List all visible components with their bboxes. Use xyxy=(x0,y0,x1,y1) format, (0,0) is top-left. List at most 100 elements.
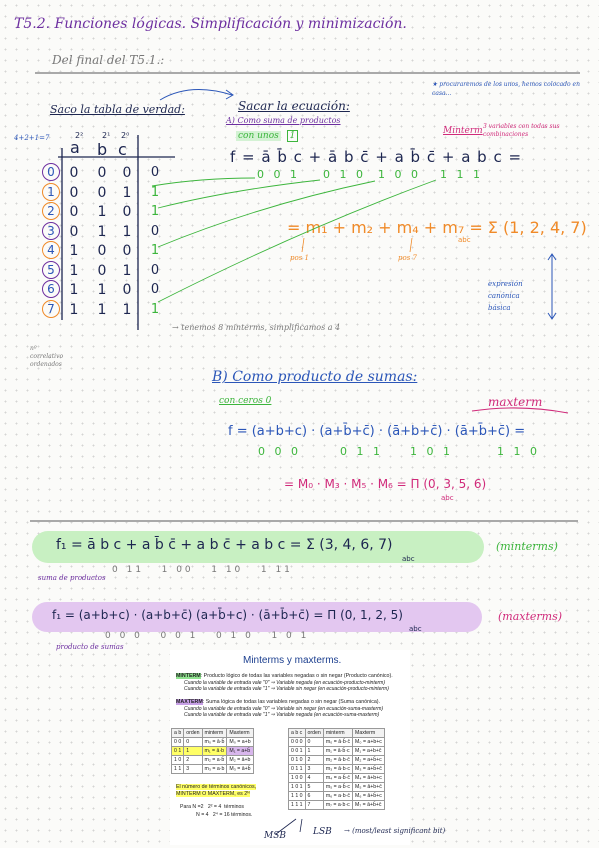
maxterm-def-label: MAXTERM xyxy=(176,699,203,705)
table-cell: M₇ = ā+b̄+c̄ xyxy=(352,800,385,810)
cell-a: 0 xyxy=(69,184,79,201)
box-title: Minterms y maxterms. xyxy=(243,655,342,666)
cell-c: 0 xyxy=(122,243,132,259)
summary2-note: producto de sumas xyxy=(56,643,124,651)
cell-b: 1 xyxy=(97,301,107,318)
cell-f: 0 xyxy=(150,262,160,278)
cell-b: 1 xyxy=(97,204,107,220)
row-index-circle xyxy=(42,182,60,201)
cell-c: 0 xyxy=(122,282,132,298)
lsb-note: → (most/least significant bit) xyxy=(344,827,446,835)
cell-c: 1 xyxy=(122,262,132,279)
eq-b-bits-4: 1 1 0 xyxy=(497,445,540,458)
section-table-heading: Saco la tabla de verdad: xyxy=(50,103,185,116)
section-divider xyxy=(30,520,578,522)
table-cell: 3 xyxy=(183,764,203,774)
con-ceros-label: con ceros 0 xyxy=(219,396,272,406)
eq-a-abc: abc xyxy=(458,236,471,244)
summary1-tag: (minterms) xyxy=(496,540,558,553)
table-cell: 7 xyxy=(304,800,324,810)
cell-b: 0 xyxy=(97,243,107,259)
minterm-def-label: MINTERM xyxy=(176,673,201,679)
header-divider xyxy=(35,72,580,74)
table-cell: M₃ = ā+b̄ xyxy=(226,764,254,774)
para-line1: Para N =2 2² = 4 términos xyxy=(180,804,245,810)
summary1-bits: 0 11 1 00 1 10 1 11 xyxy=(112,565,293,575)
maxterm-label: maxterm xyxy=(488,395,543,409)
header-b: b xyxy=(97,140,108,159)
cell-b: 1 xyxy=(97,223,107,240)
maxterm-rule1: Cuando la variable de entrada vale "0" ⇒… xyxy=(184,706,384,712)
summary2-highlight xyxy=(32,602,482,632)
eq-a-bits-2: 0 1 0 xyxy=(323,168,366,181)
summary2-abc: abc xyxy=(409,625,422,633)
row-index-circle xyxy=(42,221,60,240)
expresion-canonica: expresión canónica básica xyxy=(488,280,523,312)
table-cell: m₇ = a·b·c xyxy=(322,800,354,810)
cell-f: 1 xyxy=(150,204,160,219)
cell-f: 0 xyxy=(150,282,160,297)
row-index-circle xyxy=(42,202,60,220)
note-top-right: ★ procuraremos de los unos, hemos coloca… xyxy=(432,81,580,97)
maxterm-def-text: : Suma lógica de todas las variables neg… xyxy=(202,699,381,705)
subtitle: Del final del T5.1.: xyxy=(52,53,165,67)
weight-b: 2¹ xyxy=(102,131,111,140)
cell-c: 1 xyxy=(122,184,132,201)
cell-a: 1 xyxy=(69,301,79,318)
cell-b: 0 xyxy=(97,184,107,201)
minterm-rule1: Cuando la variable de entrada vale "0" ⇒… xyxy=(184,680,386,686)
cell-a: 0 xyxy=(69,204,79,220)
cell-b: 0 xyxy=(97,165,107,181)
msb-label: MSB xyxy=(264,831,286,841)
summary1-note: suma de productos xyxy=(38,574,106,582)
side-note: nº correlativo ordenados xyxy=(30,345,64,368)
row-index-circle xyxy=(42,280,60,298)
row-index-circle xyxy=(42,299,60,318)
maxterm-def: MAXTERM: Suma lógica de todas las variab… xyxy=(176,699,380,705)
para-line2: N = 4 2⁴ = 16 términos. xyxy=(196,812,253,818)
header-c: c xyxy=(118,140,127,159)
sub-a-heading: A) Como suma de productos xyxy=(226,116,341,125)
eq-b-line: f = (a+b+c) · (a+b̄+c̄) · (ā+b+c̄) · (ā+… xyxy=(228,424,526,439)
eq-b-abc: abc xyxy=(441,494,454,502)
minterm-rule2: Cuando la variable de entrada vale "1" ⇒… xyxy=(184,686,389,692)
count-line1: El número de términos canónicos, xyxy=(176,784,257,790)
summary1-abc: abc xyxy=(402,555,415,563)
row-index-circle xyxy=(42,163,60,181)
cell-a: 1 xyxy=(69,262,79,279)
cell-a: 0 xyxy=(69,223,79,240)
cell-f: 0 xyxy=(150,223,160,239)
tenemos-note: → tenemos 8 minterms, simplificamos a 4 xyxy=(172,323,341,332)
eq-a-bits-3: 1 0 0 xyxy=(378,168,421,181)
header-a: a xyxy=(70,138,80,157)
table-cell: 1 1 xyxy=(170,764,185,774)
maxterm-rule2: Cuando la variable de entrada vale "1" ⇒… xyxy=(184,712,380,718)
eq-b-bits-3: 1 0 1 xyxy=(410,445,453,458)
eq-b-maxterms: = M₀ · M₃ · M₅ · M₆ = Π (0, 3, 5, 6) xyxy=(284,477,487,491)
eq-a-bits-4: 1 1 1 xyxy=(440,168,483,181)
cell-f: 1 xyxy=(150,301,160,317)
pos7-label: pos 7 xyxy=(398,254,417,262)
minterm-def: MINTERM: Producto lógico de todas las va… xyxy=(176,673,393,679)
weight-c: 2⁰ xyxy=(121,131,130,140)
con-unos-label: con unos 1 xyxy=(236,130,299,142)
con-unos-text: con unos xyxy=(236,131,281,141)
sum-formula: 4+2+1=7 xyxy=(14,134,50,142)
page-title: T5.2. Funciones lógicas. Simplificación … xyxy=(14,16,407,32)
eq-b-bits-2: 0 1 1 xyxy=(340,445,383,458)
summary1-eq: f₁ = ā b c + a b̄ c̄ + a b c̄ + a b c = … xyxy=(56,537,393,553)
weight-a: 2² xyxy=(75,131,84,140)
eq-b-bits-1: 0 0 0 xyxy=(258,445,301,458)
cell-c: 1 xyxy=(122,223,132,240)
sub-b-heading: B) Como producto de sumas: xyxy=(212,369,418,385)
